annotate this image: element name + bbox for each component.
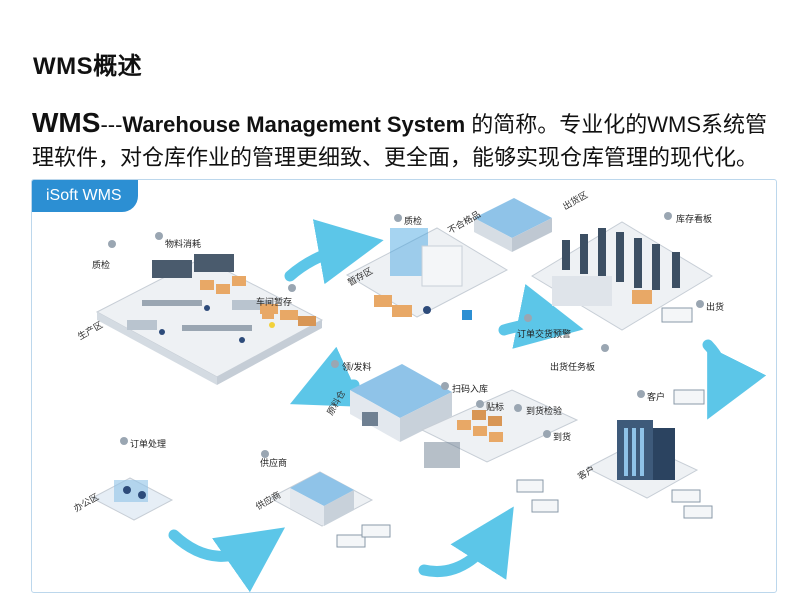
label-customer: 客户 bbox=[637, 390, 665, 402]
label-workshop-storage: 车间暂存 bbox=[256, 284, 296, 307]
svg-text:到货: 到货 bbox=[553, 431, 571, 442]
label-order-alert: 订单交货预警 bbox=[517, 314, 571, 339]
node-labels: 质检 物料消耗 车间暂存 生产区 质检 暂存区 不合格品 bbox=[72, 189, 725, 514]
svg-text:客户: 客户 bbox=[647, 391, 665, 402]
label-qc-left: 质检 bbox=[92, 240, 116, 270]
label-picking: 领/发料 bbox=[331, 360, 372, 372]
page-title: WMS概述 bbox=[33, 53, 143, 80]
svg-text:领/发料: 领/发料 bbox=[342, 361, 372, 372]
svg-text:生产区: 生产区 bbox=[76, 319, 105, 342]
label-stock-board: 库存看板 bbox=[664, 212, 712, 224]
flow-arrow-supplier-to-arrival bbox=[418, 506, 514, 580]
svg-text:贴标: 贴标 bbox=[486, 401, 504, 412]
label-ship-task-board: 出货任务板 bbox=[550, 344, 609, 372]
flow-arrow-delivery-to-customer bbox=[702, 339, 767, 420]
label-supplier: 供应商 bbox=[260, 450, 287, 468]
supplier-building bbox=[268, 471, 391, 548]
svg-text:出货区: 出货区 bbox=[561, 189, 590, 212]
warehouse-flow-diagram: 质检 物料消耗 车间暂存 生产区 质检 暂存区 不合格品 bbox=[72, 189, 767, 592]
svg-text:订单处理: 订单处理 bbox=[130, 438, 166, 449]
flow-arrow-storage-to-delivery bbox=[498, 284, 584, 349]
svg-text:扫码入库: 扫码入库 bbox=[452, 383, 488, 394]
label-production-zone: 生产区 bbox=[76, 319, 105, 342]
svg-text:到货检验: 到货检验 bbox=[526, 405, 562, 416]
label-qc-top: 质检 bbox=[394, 214, 422, 226]
flow-arrow-office-to-supplier bbox=[168, 527, 286, 592]
label-office-zone: 办公区 bbox=[72, 491, 101, 514]
svg-text:出货: 出货 bbox=[706, 301, 724, 312]
svg-text:供应商: 供应商 bbox=[260, 457, 287, 468]
svg-text:订单交货预警: 订单交货预警 bbox=[517, 328, 571, 339]
label-scan-inbound: 扫码入库 bbox=[441, 382, 488, 394]
svg-text:质检: 质检 bbox=[92, 259, 110, 270]
svg-text:出货任务板: 出货任务板 bbox=[550, 361, 595, 372]
workshop-storage-area bbox=[260, 304, 316, 326]
intro-term: WMS bbox=[32, 107, 101, 138]
label-arrival-check: 到货检验 bbox=[514, 404, 562, 416]
label-ship-out: 出货 bbox=[696, 300, 724, 312]
customer-building bbox=[585, 389, 713, 519]
temp-storage-area bbox=[345, 227, 509, 320]
svg-text:物料消耗: 物料消耗 bbox=[165, 238, 201, 249]
label-arrival: 到货 bbox=[543, 430, 571, 442]
svg-text:供应商: 供应商 bbox=[254, 489, 283, 512]
intro-full-name: Warehouse Management System bbox=[122, 112, 466, 137]
svg-text:质检: 质检 bbox=[404, 215, 422, 226]
label-supplier-zone: 供应商 bbox=[254, 489, 283, 512]
label-labeling: 贴标 bbox=[476, 400, 504, 412]
svg-text:办公区: 办公区 bbox=[72, 491, 101, 514]
label-order-processing: 订单处理 bbox=[120, 437, 166, 449]
office-zone bbox=[90, 477, 174, 521]
label-delivery-area: 出货区 bbox=[561, 189, 590, 212]
label-material-consume: 物料消耗 bbox=[155, 232, 201, 249]
intro-dash: --- bbox=[100, 112, 123, 137]
unqualified-goods-shed bbox=[474, 198, 552, 252]
intro-paragraph: WMS---Warehouse Management System 的简称。专业… bbox=[32, 106, 777, 174]
diagram-panel: iSoft WMS bbox=[31, 179, 777, 593]
svg-text:库存看板: 库存看板 bbox=[676, 213, 712, 224]
panel-tab: iSoft WMS bbox=[32, 180, 138, 212]
delivery-area bbox=[531, 221, 713, 331]
material-warehouse bbox=[350, 364, 579, 513]
flow-arrow-production-to-temp bbox=[284, 219, 384, 285]
svg-text:车间暂存: 车间暂存 bbox=[256, 296, 292, 307]
flow-arrows bbox=[168, 219, 767, 592]
production-zone bbox=[95, 254, 324, 385]
intro-description: 的简称。专业化的WMS系统管理软件，对仓库作业的管理更细致、更全面，能够实现仓库… bbox=[32, 112, 768, 170]
flow-arrow-warehouse-to-production bbox=[289, 346, 364, 407]
